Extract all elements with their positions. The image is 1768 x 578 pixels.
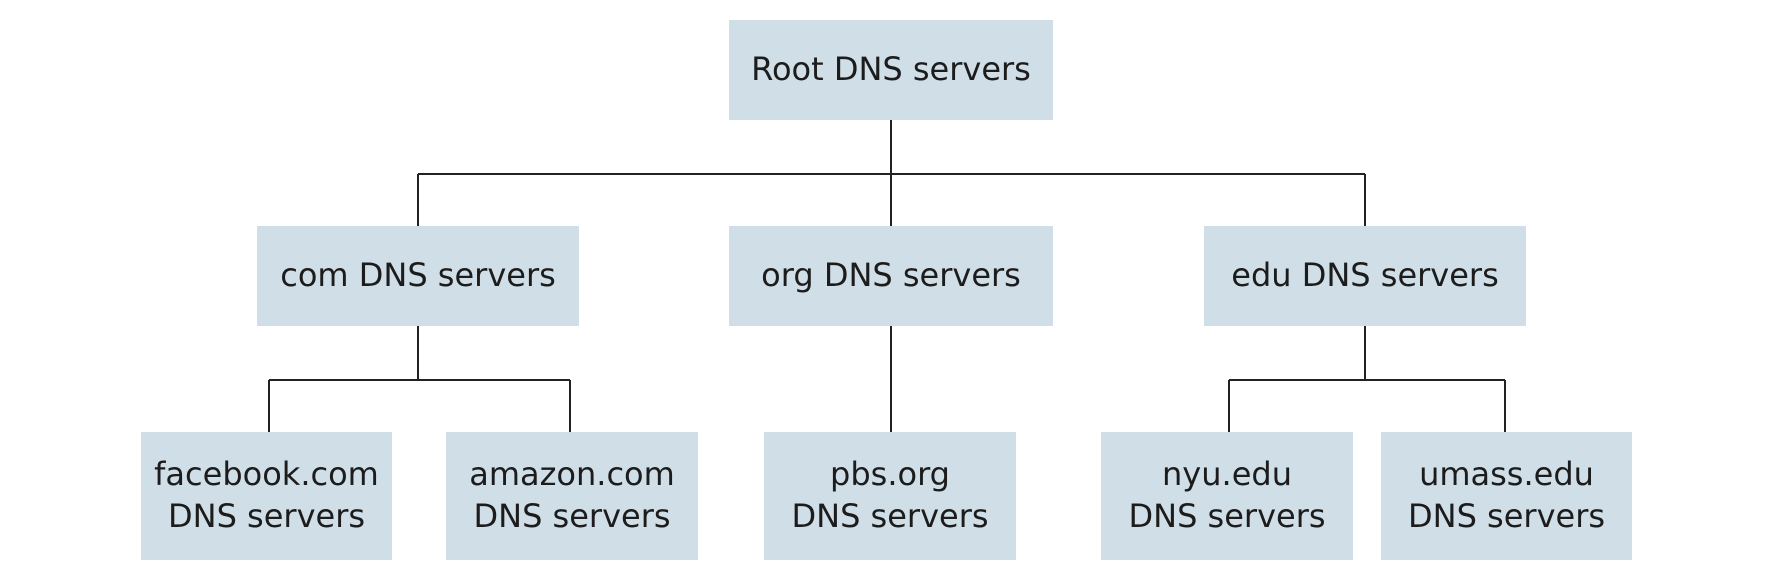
umass-dns-servers-label: DNS servers (1407, 497, 1606, 535)
com-dns-servers-box: com DNS servers (257, 226, 579, 326)
pbs-domain-label: pbs.org (830, 455, 950, 494)
edu-dns-servers-label: edu DNS servers (1231, 256, 1499, 295)
com-dns-servers-label: com DNS servers (280, 256, 556, 295)
nyu-dns-servers-label: DNS servers (1128, 497, 1326, 535)
nyu-domain-label: nyu.edu (1162, 455, 1292, 494)
org-dns-servers-label: org DNS servers (761, 256, 1021, 295)
facebook-dns-servers-label: DNS servers (167, 497, 366, 535)
amazon-dns-servers-label: DNS servers (473, 497, 671, 535)
root-dns-servers-box: Root DNS servers (729, 20, 1053, 120)
edu-dns-servers-box: edu DNS servers (1204, 226, 1526, 326)
facebook-dns-servers-box: facebook.com DNS servers (141, 432, 392, 560)
org-dns-servers-box: org DNS servers (729, 226, 1053, 326)
pbs-dns-servers-box: pbs.org DNS servers (764, 432, 1016, 560)
facebook-domain-label: facebook.com (154, 455, 379, 494)
pbs-dns-servers-label: DNS servers (791, 497, 989, 535)
umass-domain-label: umass.edu (1419, 455, 1594, 494)
amazon-dns-servers-box: amazon.com DNS servers (446, 432, 698, 560)
amazon-domain-label: amazon.com (469, 455, 675, 494)
umass-dns-servers-box: umass.edu DNS servers (1381, 432, 1632, 560)
nyu-dns-servers-box: nyu.edu DNS servers (1101, 432, 1353, 560)
root-dns-servers-label: Root DNS servers (751, 50, 1031, 89)
